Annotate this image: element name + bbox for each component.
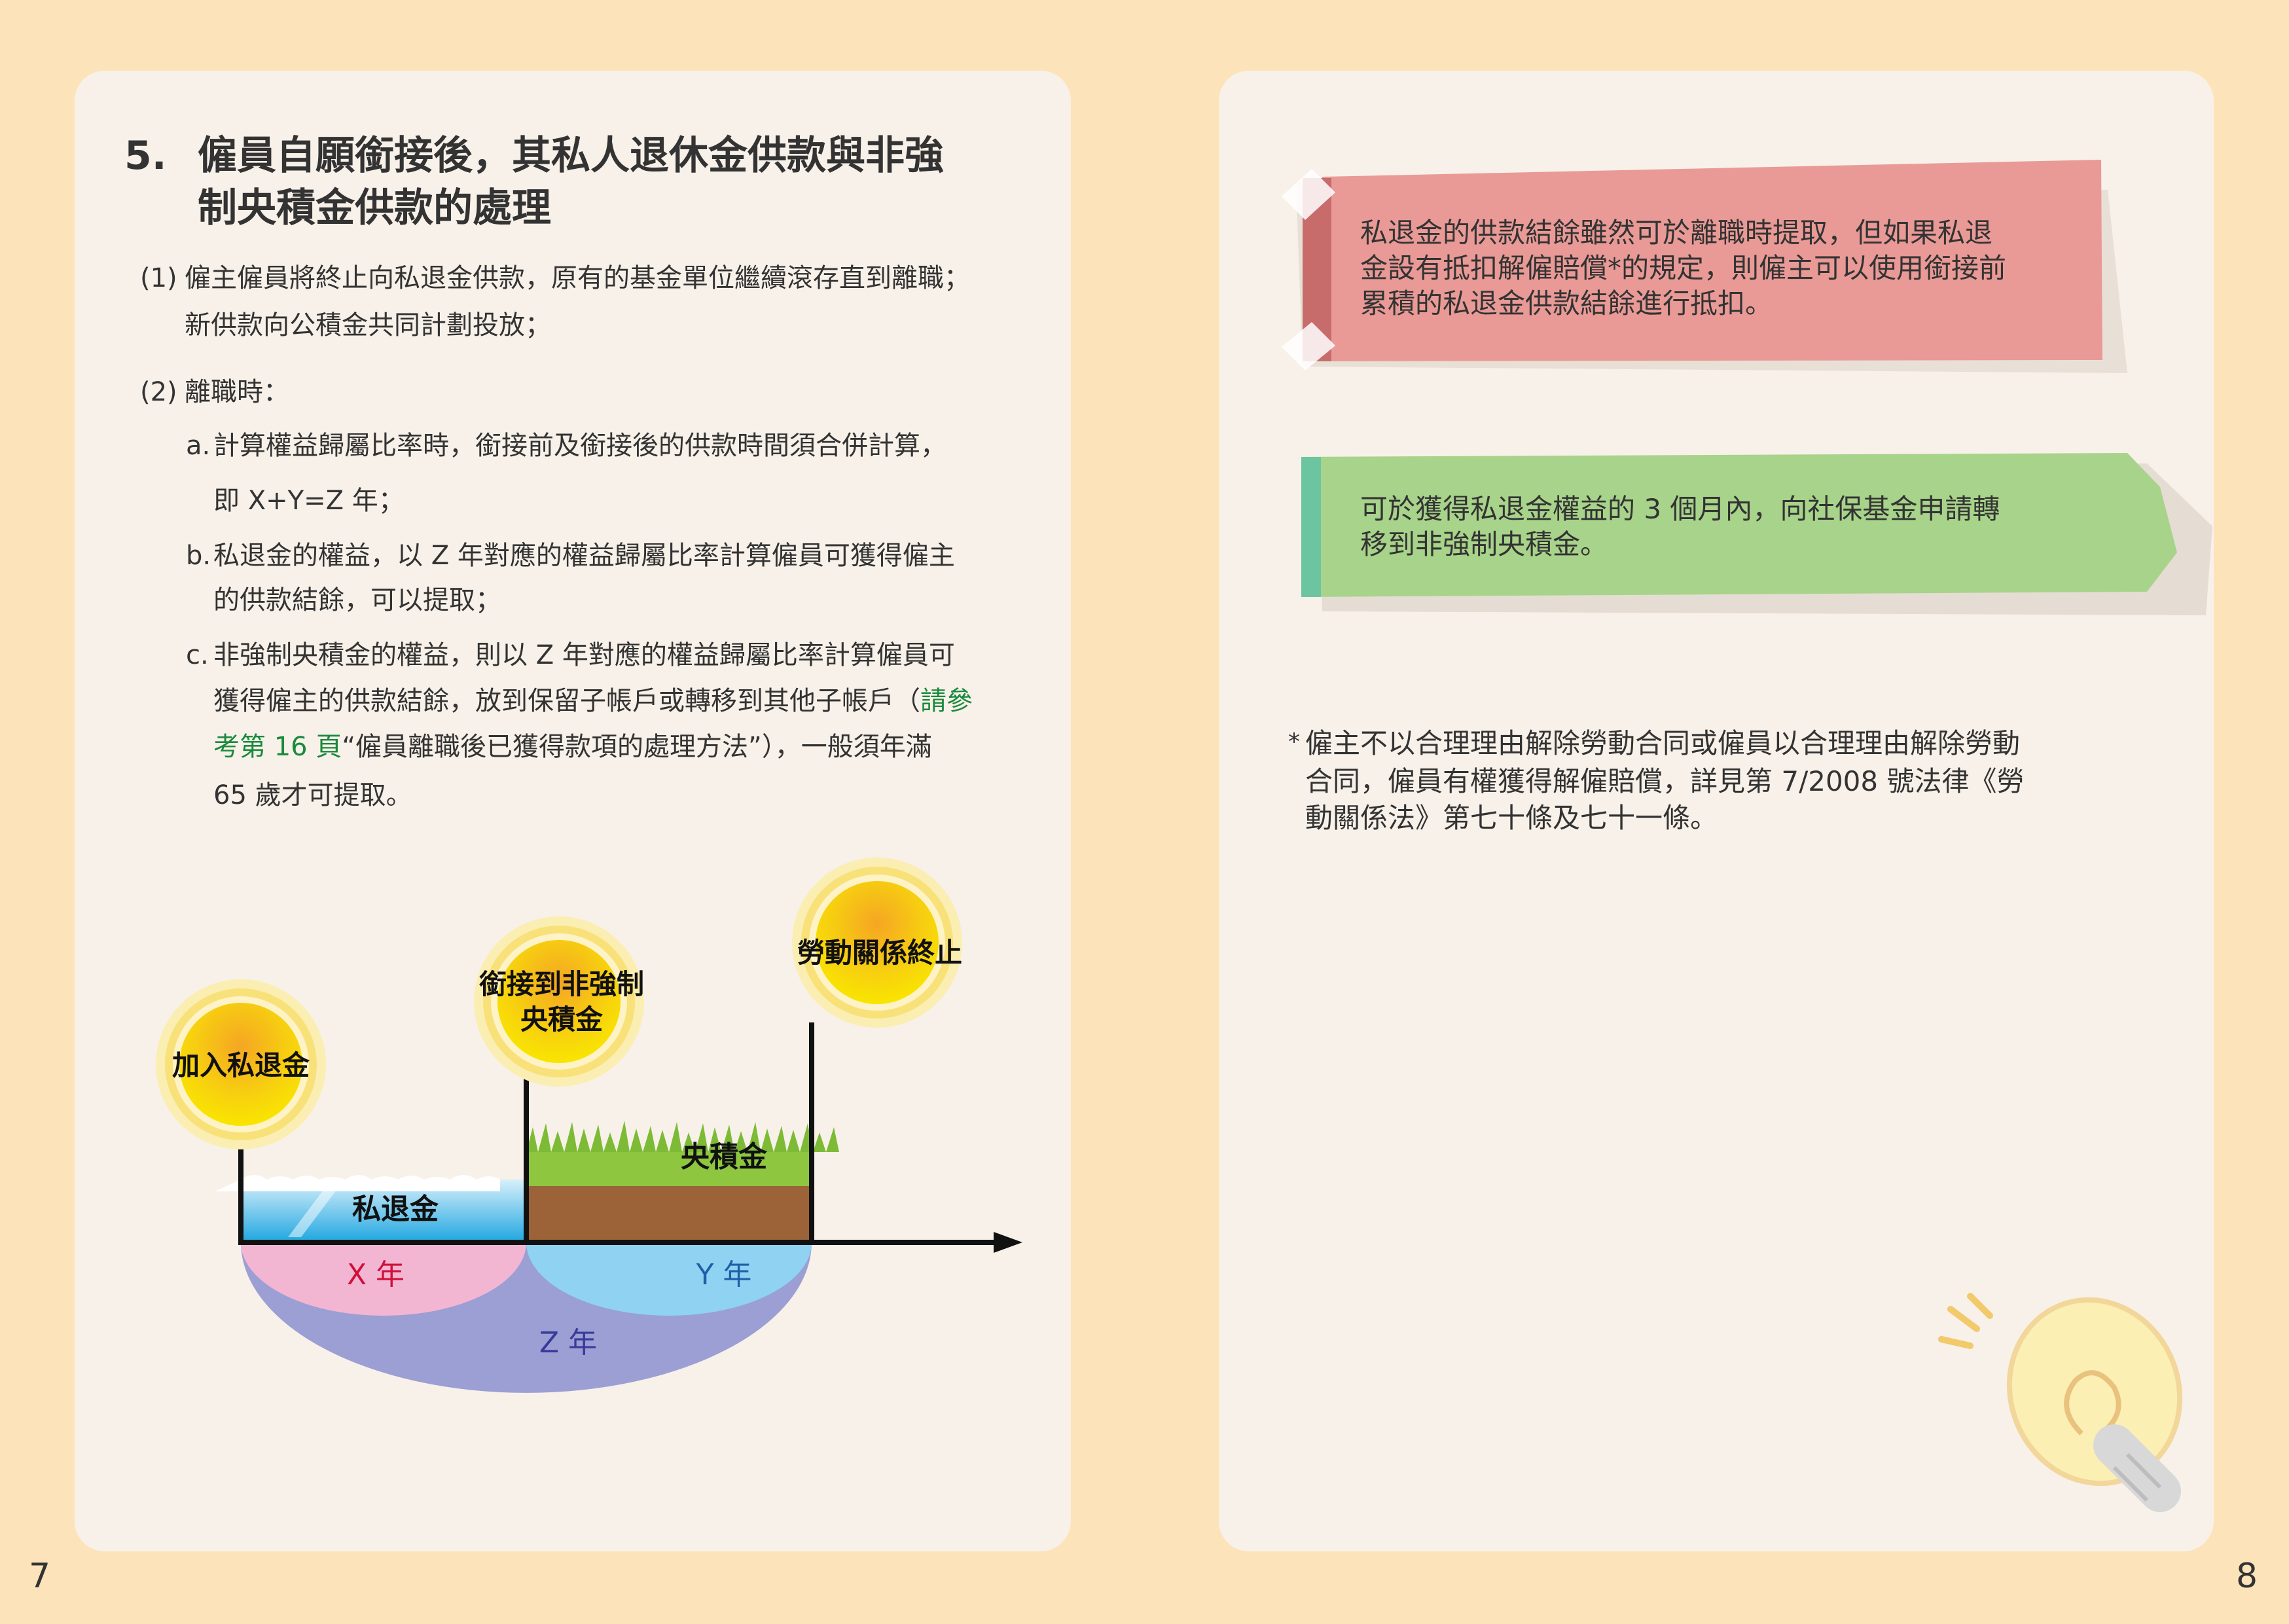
section-title-line2: 制央積金供款的處理 (198, 185, 551, 231)
item1-line2: 新供款向公積金共同計劃投放； (185, 310, 551, 340)
join-sun (156, 979, 326, 1149)
section-title-line1: 僱員自願銜接後，其私人退休金供款與非強 (198, 133, 944, 179)
red-note-line2: 金設有抵扣解僱賠償*的規定，則僱主可以使用銜接前 (1360, 252, 2007, 284)
join-label: 加入私退金 (172, 1049, 310, 1081)
central-fund-label: 央積金 (681, 1140, 768, 1174)
item2c-line3: 考第 16 頁“僱員離職後已獲得款項的處理方法”），一般須年滿 (213, 731, 932, 763)
central-fund-grass (526, 1152, 812, 1186)
footnote-line1: 僱主不以合理理由解除勞動合同或僱員以合理理由解除勞動 (1305, 727, 2021, 759)
timeline-diagram: 加入私退金 銜接到非強制 央積金 勞動關係終止 私退金 央積金 X 年 Y 年 … (156, 857, 1022, 1393)
green-note-line1: 可於獲得私退金權益的 3 個月內，向社保基金申請轉 (1360, 493, 2000, 525)
red-note-line3: 累積的私退金供款結餘進行抵扣。 (1360, 287, 1773, 319)
tape-bottom (1282, 322, 1335, 370)
item2c-line3-text: “僱員離職後已獲得款項的處理方法”），一般須年滿 (342, 732, 932, 762)
footnote-line3: 動關係法》第七十條及七十一條。 (1305, 802, 1718, 834)
item2b-line2: 的供款結餘，可以提取； (213, 585, 501, 615)
red-note-card (1282, 160, 2127, 373)
footnote-line2: 合同，僱員有權獲得解僱賠償，詳見第 7/2008 號法律《勞 (1305, 765, 2025, 797)
item2c-marker: c. (186, 640, 209, 670)
red-note-line1: 私退金的供款結餘雖然可於離職時提取，但如果私退 (1360, 217, 1993, 249)
private-fund-label: 私退金 (352, 1193, 439, 1226)
tape-top (1282, 169, 1335, 220)
transfer-label-line1: 銜接到非強制 (479, 968, 644, 1000)
item2c-line1: 非強制央積金的權益，則以 Z 年對應的權益歸屬比率計算僱員可 (213, 640, 955, 670)
page-number-left: 7 (29, 1557, 51, 1596)
y-year-label: Y 年 (696, 1258, 752, 1291)
green-note-line2: 移到非強制央積金。 (1360, 528, 1608, 560)
page-reference-link[interactable]: 請參 (920, 686, 973, 716)
item2a-marker: a. (186, 431, 211, 461)
item2b-marker: b. (186, 541, 211, 571)
ice-glint (288, 1185, 340, 1237)
grass-blades (526, 1121, 839, 1152)
item2b-line1: 私退金的權益，以 Z 年對應的權益歸屬比率計算僱員可獲得僱主 (213, 541, 955, 571)
item1-marker: (1) (140, 263, 177, 293)
item2a-line2: 即 X+Y=Z 年； (213, 486, 405, 516)
central-fund-soil (526, 1183, 812, 1242)
transfer-sun (474, 916, 644, 1087)
page-reference-link-cont[interactable]: 考第 16 頁 (213, 732, 342, 762)
end-label: 勞動關係終止 (797, 937, 962, 969)
section-number: 5. (124, 133, 167, 179)
axis-arrow (994, 1232, 1022, 1253)
item2a-line1: 計算權益歸屬比率時，銜接前及銜接後的供款時間須合併計算， (213, 431, 946, 461)
footnote-mark: * (1288, 729, 1300, 755)
transfer-label-line2: 央積金 (520, 1003, 604, 1036)
item1-line1: 僱主僱員將終止向私退金供款，原有的基金單位繼續滾存直到離職； (185, 263, 970, 293)
green-note-card (1301, 453, 2212, 615)
x-year-arc (241, 1242, 526, 1316)
page-number-right: 8 (2236, 1557, 2258, 1596)
item2-marker: (2) (140, 377, 177, 407)
item2c-line4: 65 歲才可提取。 (213, 780, 412, 810)
end-sun (792, 857, 962, 1028)
ice-top (215, 1175, 500, 1191)
x-year-label: X 年 (347, 1258, 405, 1291)
item2-title: 離職時： (185, 377, 289, 407)
lightbulb-icon (1938, 1293, 2183, 1512)
item2c-line2-text: 獲得僱主的供款結餘，放到保留子帳戶或轉移到其他子帳戶（ (213, 686, 920, 716)
y-year-arc (526, 1242, 812, 1316)
z-year-label: Z 年 (539, 1326, 597, 1360)
item2c-line2: 獲得僱主的供款結餘，放到保留子帳戶或轉移到其他子帳戶（請參 (213, 685, 973, 717)
